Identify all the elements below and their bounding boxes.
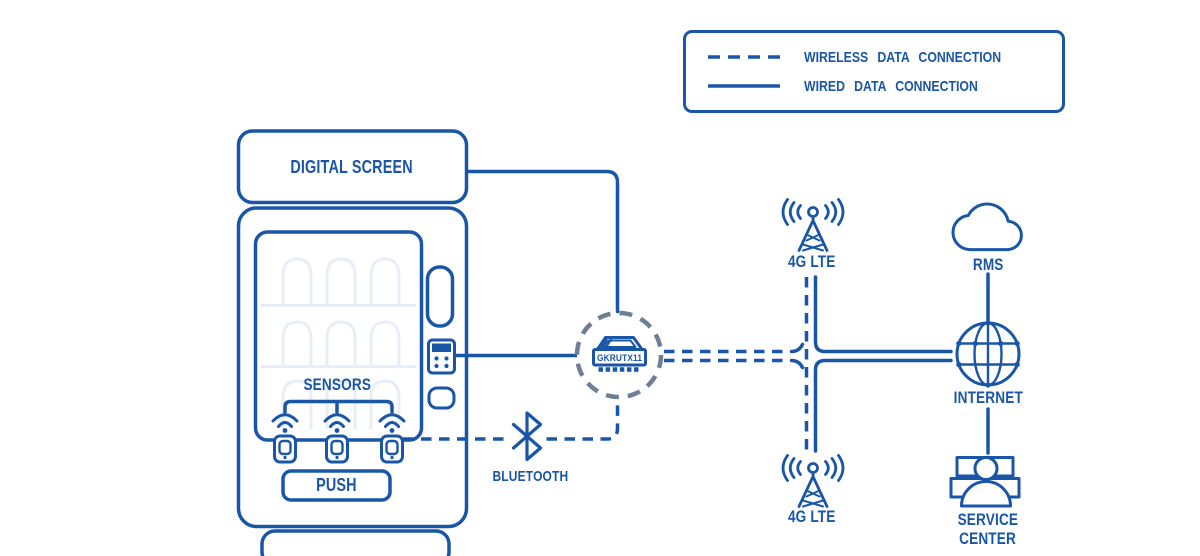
- lte-bottom-label: 4G LTE: [788, 507, 836, 526]
- legend-item-wired: WIRED DATA CONNECTION: [708, 76, 1016, 96]
- cloud-icon: [953, 204, 1021, 250]
- push-button-label: PUSH: [316, 475, 357, 495]
- cell-tower-top-icon: [781, 198, 845, 252]
- sensors-label: SENSORS: [303, 375, 371, 394]
- sensor-icon: [323, 413, 351, 464]
- bluetooth-label: BLUETOOTH: [492, 467, 568, 485]
- internet-label: INTERNET: [953, 388, 1023, 407]
- product-silhouettes: [260, 257, 417, 430]
- wireless-connection-sensors-router: [403, 401, 620, 441]
- service-center-label: SERVICE CENTER: [957, 510, 1019, 548]
- service-center-icon: [949, 456, 1021, 508]
- digital-screen-box: [236, 129, 469, 205]
- push-button: [281, 469, 392, 502]
- sensors-bracket: [283, 399, 394, 414]
- machine-base: [260, 529, 451, 556]
- legend-label-wireless: WIRELESS DATA CONNECTION: [804, 48, 1002, 66]
- router-label: GKRUTX11: [596, 352, 643, 363]
- cell-tower-bottom-icon: [781, 454, 845, 508]
- sensor-icon: [271, 413, 299, 464]
- legend-label-wired: WIRED DATA CONNECTION: [804, 77, 978, 95]
- coin-slot: [425, 265, 455, 328]
- solid-line-sample: [708, 84, 780, 88]
- rms-label: RMS: [972, 255, 1004, 274]
- keypad: [427, 338, 456, 375]
- legend-item-wireless: WIRELESS DATA CONNECTION: [708, 47, 1044, 67]
- bluetooth-icon: [511, 411, 543, 462]
- globe-icon: [955, 320, 1021, 388]
- vending-machine: [236, 129, 469, 556]
- machine-body: [236, 206, 469, 529]
- dashed-line-sample: [708, 55, 780, 59]
- wireless-connection-router-lte: [664, 277, 809, 451]
- digital-screen-label: DIGITAL SCREEN: [290, 156, 414, 177]
- coin-return: [427, 386, 456, 410]
- router-icon: [592, 336, 647, 372]
- legend-box: WIRELESS DATA CONNECTION WIRED DATA CONN…: [683, 30, 1065, 113]
- wired-connection-screen-router: [465, 169, 620, 314]
- lte-top-label: 4G LTE: [788, 252, 836, 271]
- wired-connection-lte-internet: [813, 275, 953, 453]
